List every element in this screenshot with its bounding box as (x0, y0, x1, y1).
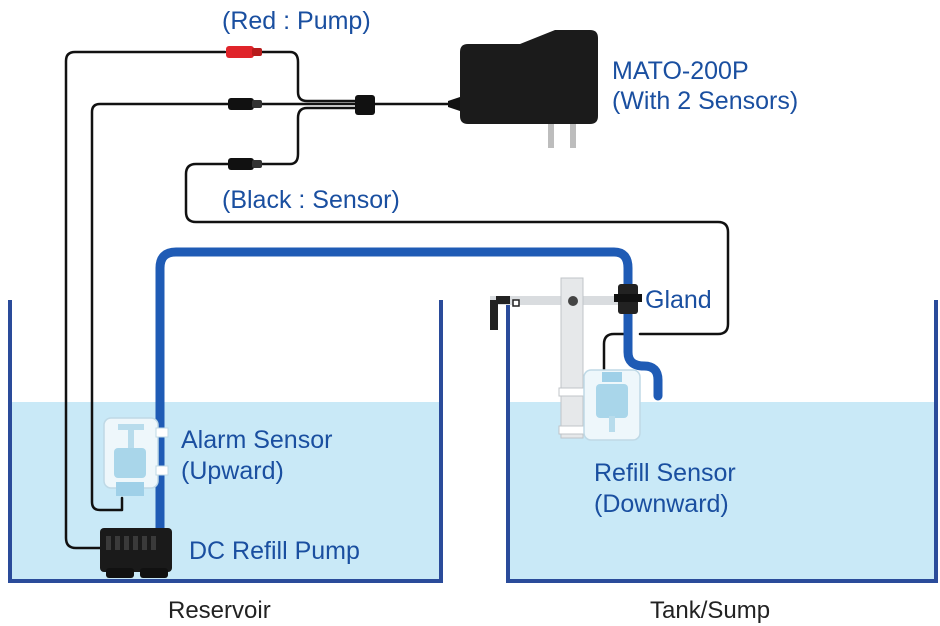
power-adapter (448, 30, 598, 148)
alarm-sensor-label: Alarm Sensor (181, 426, 333, 454)
pump-wire (64, 50, 227, 550)
reservoir-walls (8, 300, 443, 583)
reservoir-water (10, 402, 441, 580)
reservoir-label: Reservoir (168, 597, 271, 624)
alarm-sensor (103, 417, 169, 496)
pump-label: DC Refill Pump (189, 537, 360, 565)
sump-walls (506, 300, 938, 583)
refill-sensor-drop-wire (602, 332, 626, 374)
wires (64, 50, 730, 550)
pump-wire-junction (260, 50, 357, 103)
controller-model-label: MATO-200P (612, 57, 749, 85)
black-connector-alarm (228, 98, 262, 110)
refill-sensor-wire (184, 162, 730, 336)
gland-fitting (614, 284, 642, 314)
black-sensor-label: (Black : Sensor) (222, 186, 400, 214)
refill-sensor-label: Refill Sensor (594, 459, 736, 487)
black-connector-refill (228, 158, 262, 170)
cable-splitter (355, 95, 375, 115)
alarm-sensor-wire (90, 102, 230, 512)
sensor-mount-bracket (490, 277, 635, 439)
refill-sensor-wire-junction (260, 106, 357, 166)
alarm-sensor-direction-label: (Upward) (181, 457, 284, 485)
red-connector (226, 46, 262, 58)
reservoir-tank (8, 300, 443, 583)
refill-sensor-direction-label: (Downward) (594, 490, 729, 518)
tank-label: Tank/Sump (650, 597, 771, 624)
controller-note-label: (With 2 Sensors) (612, 87, 799, 115)
dc-refill-pump (100, 528, 172, 578)
gland-label: Gland (645, 286, 712, 314)
refill-sensor (583, 369, 641, 441)
red-pump-label: (Red : Pump) (222, 7, 371, 35)
water-tube (155, 247, 663, 533)
